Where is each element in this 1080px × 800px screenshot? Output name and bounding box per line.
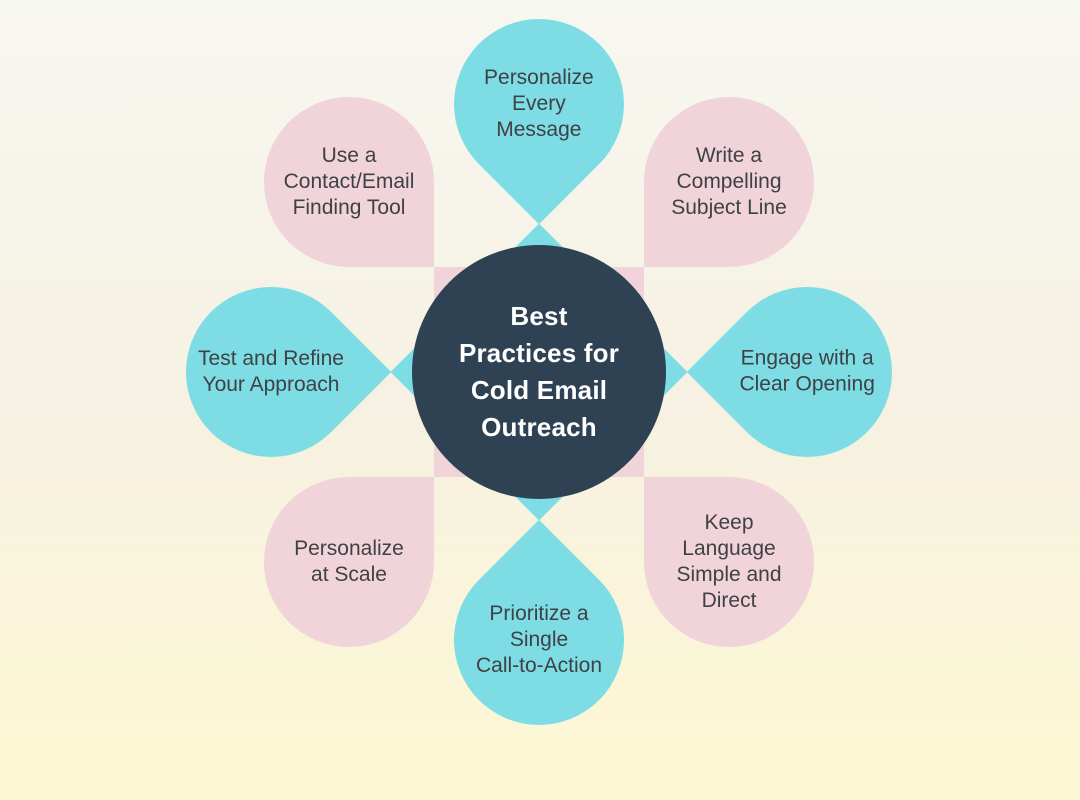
petal-label: Keep Language Simple and Direct [676,510,782,613]
petal-label: Test and Refine Your Approach [198,346,344,396]
petal-label: Write a Compelling Subject Line [671,143,787,220]
petal-keep-language-simple-and-direct: Keep Language Simple and Direct [644,477,814,647]
petal-label: Prioritize a Single Call-to-Action [475,601,603,678]
petal-label: Engage with a Clear Opening [739,346,875,396]
petal-label: Personalize at Scale [294,536,404,586]
center-title: Best Practices for Cold Email Outreach [458,301,620,442]
petal-personalize-at-scale: Personalize at Scale [264,477,434,647]
petal-prioritize-a-single-call-to-action: Prioritize a Single Call-to-Action [418,519,660,761]
petal-use-a-contact-email-finding-tool: Use a Contact/Email Finding Tool [264,97,434,267]
petal-label: Personalize Every Message [484,65,594,142]
center-circle: Best Practices for Cold Email Outreach [412,245,666,499]
petal-engage-with-a-clear-opening: Engage with a Clear Opening [686,251,928,493]
petal-write-a-compelling-subject-line: Write a Compelling Subject Line [644,97,814,267]
petal-test-and-refine-your-approach: Test and Refine Your Approach [150,251,392,493]
petal-personalize-every-message: Personalize Every Message [418,0,660,225]
petal-label: Use a Contact/Email Finding Tool [283,143,415,220]
